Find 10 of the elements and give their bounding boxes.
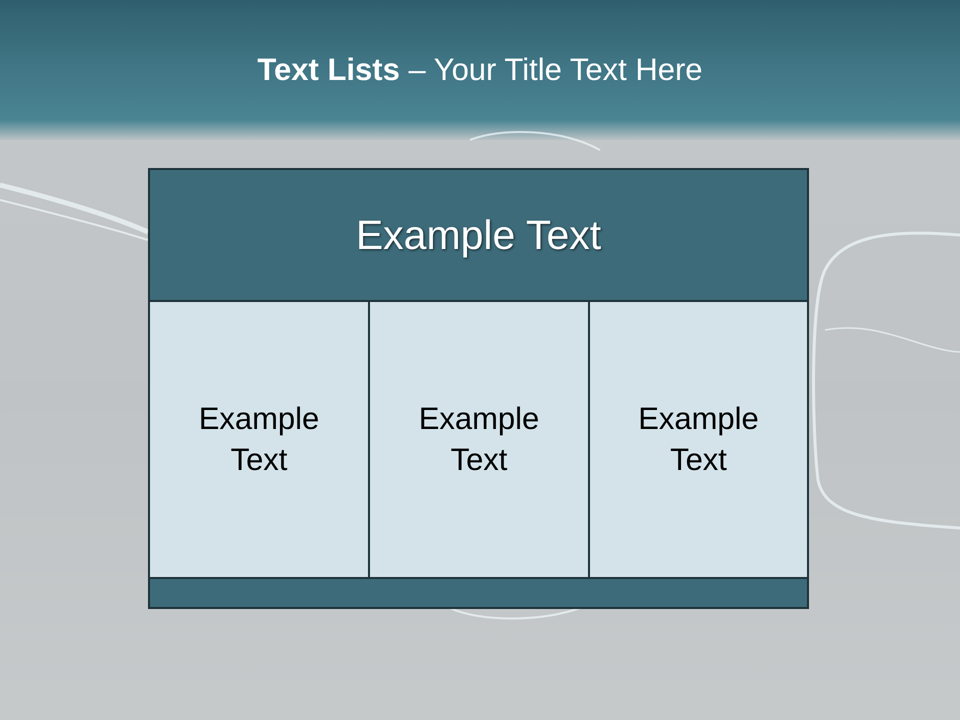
box-text: Example Text: [637, 400, 760, 478]
footer-bar: [148, 577, 809, 609]
box-text: Example Text: [198, 400, 320, 478]
header-box: [148, 168, 809, 302]
box-text: Example Text: [418, 400, 540, 478]
heading-text: Example Text: [356, 212, 602, 258]
text-box: [368, 300, 590, 579]
text-box: [148, 300, 370, 579]
slide-title: Text Lists – Your Title Text Here: [257, 52, 703, 87]
text-box: [588, 300, 809, 579]
